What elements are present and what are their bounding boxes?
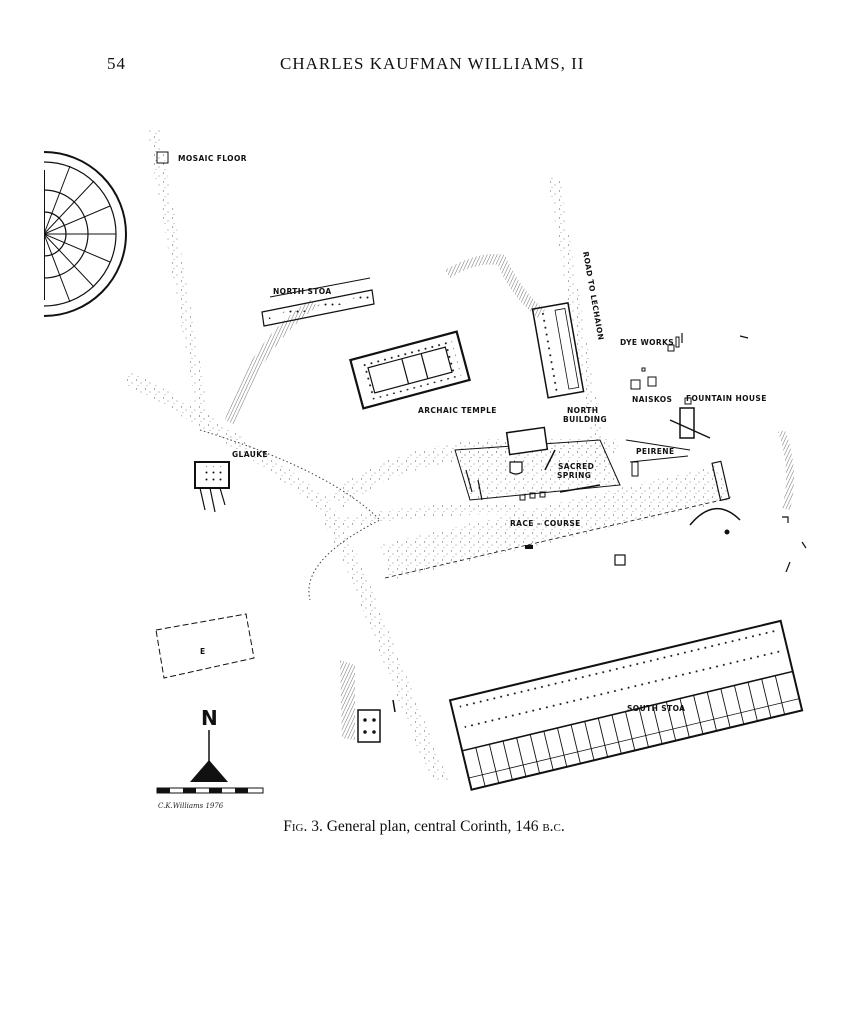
label-north-stoa: NORTH STOA xyxy=(273,287,332,296)
label-peirene: PEIRENE xyxy=(636,447,675,456)
label-spring: SPRING xyxy=(557,471,591,480)
north-stoa: NORTH STOA xyxy=(261,277,375,327)
building-e: E xyxy=(155,613,255,679)
fountain-house xyxy=(669,397,711,439)
north-arrow: N xyxy=(190,706,228,782)
caption-era: b.c. xyxy=(542,818,565,835)
peirene xyxy=(625,439,691,477)
theatre xyxy=(44,151,128,317)
running-title: CHARLES KAUFMAN WILLIAMS, II xyxy=(280,54,585,73)
caption-text: General plan, central Corinth, 146 xyxy=(326,818,539,835)
label-naiskos: NAISKOS xyxy=(632,395,672,404)
page-number: 54 xyxy=(107,54,126,73)
label-sacred: SACRED xyxy=(558,462,594,471)
race-course xyxy=(380,460,741,580)
sacred-spring-precinct xyxy=(454,426,621,501)
east-fragments xyxy=(681,333,807,573)
label-archaic-temple: ARCHAIC TEMPLE xyxy=(418,406,497,415)
figure-caption: Fig. 3. General plan, central Corinth, 1… xyxy=(0,818,848,836)
small-building-sw xyxy=(357,699,396,743)
north-arrow-letter: N xyxy=(201,706,218,730)
label-glauke: GLAUKE xyxy=(232,450,268,459)
label-race-course: RACE – COURSE xyxy=(510,519,581,528)
label-mosaic-floor: MOSAIC FLOOR xyxy=(178,154,247,163)
signature: C.K.Williams 1976 xyxy=(158,802,224,810)
dye-works xyxy=(630,336,680,390)
south-stoa xyxy=(448,619,804,791)
archaic-temple xyxy=(349,330,471,410)
glauke xyxy=(194,461,230,513)
label-building-e: E xyxy=(200,647,206,656)
label-road-to-lechaion: ROAD TO LECHAION xyxy=(581,251,605,341)
label-fountain-house: FOUNTAIN HOUSE xyxy=(686,394,767,403)
figure-label: Fig. 3. xyxy=(283,818,323,835)
label-north: NORTH xyxy=(567,406,598,415)
label-building: BUILDING xyxy=(563,415,607,424)
north-building xyxy=(531,302,585,399)
scale-bar xyxy=(156,787,264,794)
label-dye-works: DYE WORKS xyxy=(620,338,674,347)
label-south-stoa: SOUTH STOA xyxy=(627,704,685,713)
terrace-edges xyxy=(225,254,794,740)
